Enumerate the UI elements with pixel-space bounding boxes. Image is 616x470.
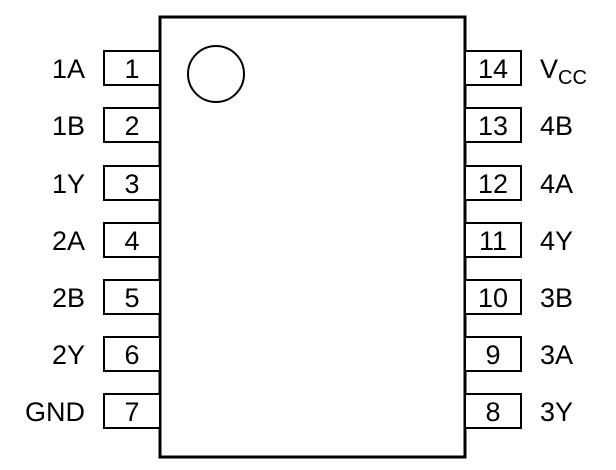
right-pin-14: 14 VCC	[464, 50, 587, 89]
pin-box	[464, 50, 522, 86]
pin-box	[103, 50, 161, 86]
pin-signal-label: 3B	[540, 283, 573, 313]
pin-signal-label: 4B	[540, 111, 573, 141]
pin-box	[103, 279, 161, 315]
pin1-indicator-circle	[187, 45, 245, 103]
left-pin-7: 7 GND	[25, 393, 161, 429]
pin-signal-label: 2Y	[52, 340, 85, 370]
pin-number: 14	[478, 54, 508, 84]
pin-signal-label: GND	[25, 397, 85, 427]
pin-signal-label: 1Y	[52, 169, 85, 199]
left-pin-3: 3 1Y	[52, 165, 161, 201]
right-pin-8: 8 3Y	[464, 393, 573, 429]
pin-box	[464, 107, 522, 143]
pin-box	[103, 107, 161, 143]
left-pin-2: 2 1B	[52, 107, 161, 143]
pin-box	[103, 165, 161, 201]
right-pin-11: 11 4Y	[464, 222, 573, 258]
right-pin-13: 13 4B	[464, 107, 573, 143]
pin-box	[464, 393, 522, 429]
pin-number: 5	[124, 283, 139, 313]
right-pin-10: 10 3B	[464, 279, 573, 315]
pin-signal-label: 4Y	[540, 226, 573, 256]
pin-signal-label: 1B	[52, 111, 85, 141]
pin-signal-label: 4A	[540, 169, 573, 199]
pin-box	[464, 165, 522, 201]
pin-number: 2	[124, 111, 139, 141]
left-pin-5: 5 2B	[52, 279, 161, 315]
pin-number: 9	[485, 340, 500, 370]
pin-box	[103, 393, 161, 429]
pin-number: 13	[478, 111, 508, 141]
right-pin-9: 9 3A	[464, 336, 573, 372]
pin-number: 6	[124, 340, 139, 370]
pin-signal-label: 1A	[52, 54, 85, 84]
pin-number: 7	[124, 397, 139, 427]
pin-box	[103, 336, 161, 372]
pin-number: 8	[485, 397, 500, 427]
pin-number: 10	[478, 283, 508, 313]
pin-number: 12	[478, 169, 508, 199]
left-pin-6: 6 2Y	[52, 336, 161, 372]
right-pin-12: 12 4A	[464, 165, 573, 201]
pin-box	[464, 279, 522, 315]
pin-signal-label: 2B	[52, 283, 85, 313]
pin-number: 11	[479, 226, 507, 256]
pin-box	[464, 222, 522, 258]
pin-number: 4	[124, 226, 139, 256]
pin-signal-label: 2A	[52, 226, 85, 256]
pin-signal-label: 3Y	[540, 397, 573, 427]
vcc-main: V	[540, 54, 558, 84]
pin-box	[464, 336, 522, 372]
left-pin-4: 4 2A	[52, 222, 161, 258]
ic-package-body	[158, 15, 467, 459]
pin-number: 1	[124, 54, 139, 84]
pin-signal-label: 3A	[540, 340, 573, 370]
pin-signal-label: VCC	[540, 54, 587, 89]
pin-box	[103, 222, 161, 258]
vcc-subscript: CC	[558, 67, 587, 89]
pin-number: 3	[124, 169, 139, 199]
left-pin-1: 1 1A	[52, 50, 161, 86]
